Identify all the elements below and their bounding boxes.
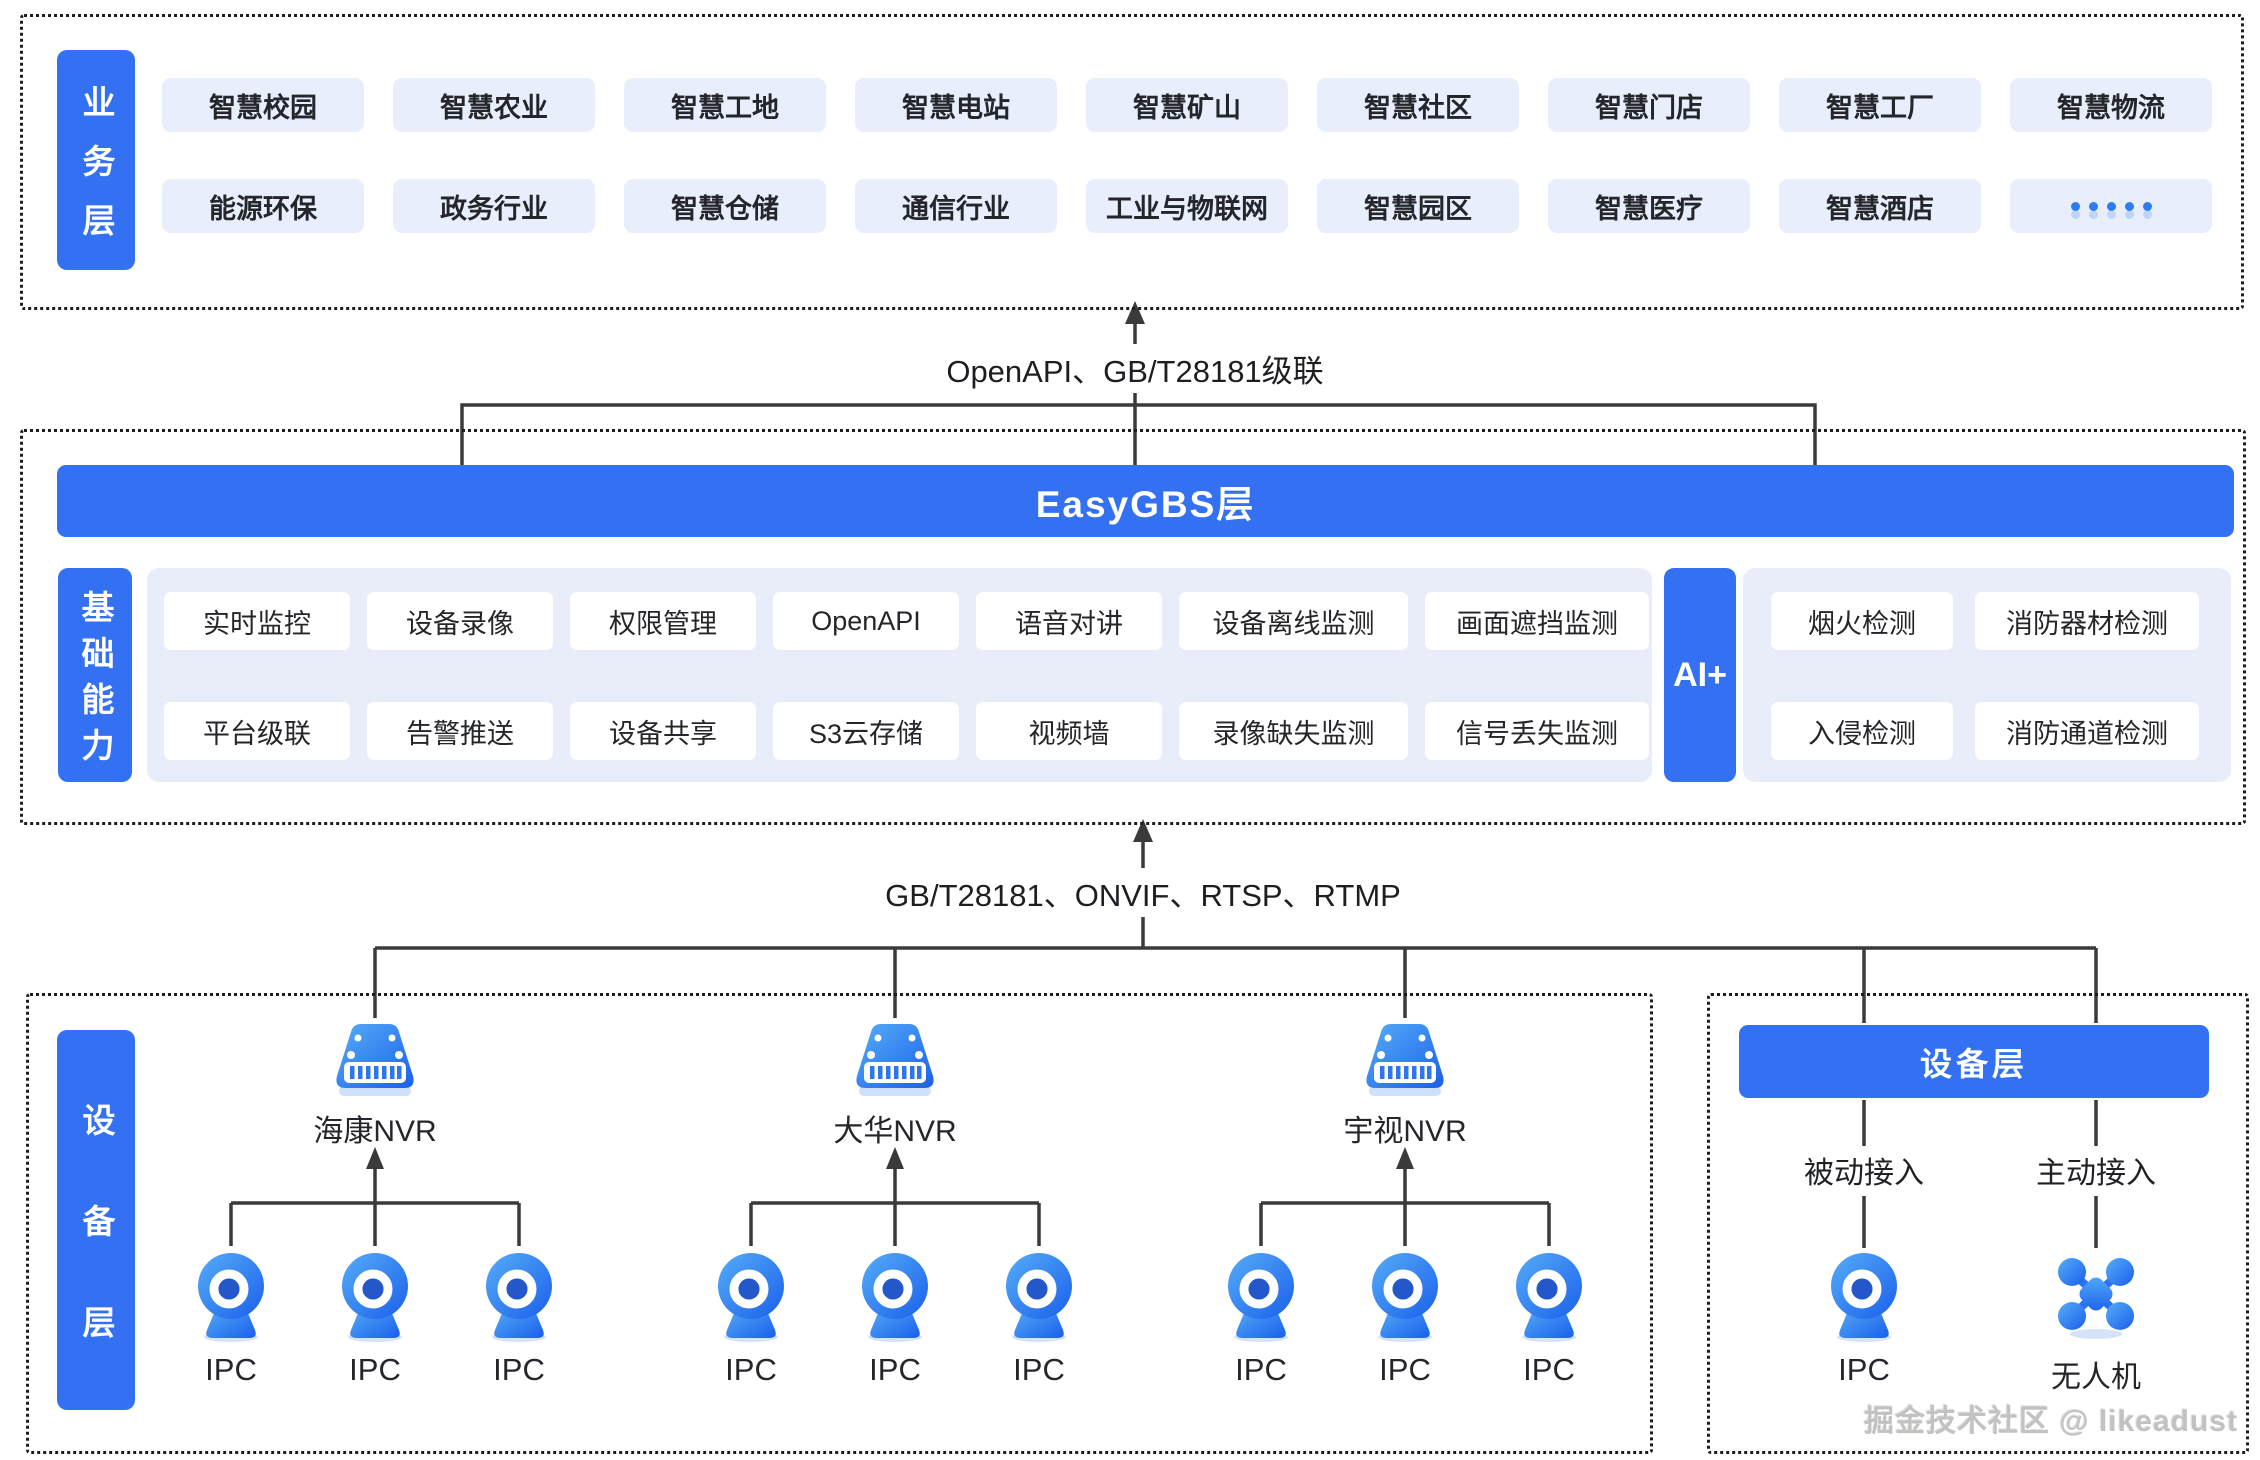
- capability-chip: 画面遮挡监测: [1425, 592, 1649, 650]
- capability-chip: 平台级联: [164, 702, 350, 760]
- passive-access-label: 被动接入: [1794, 1148, 1934, 1192]
- business-item: 智慧工厂: [1779, 78, 1981, 132]
- ipc-camera-icon: [847, 1250, 943, 1347]
- business-item: 智慧矿山: [1086, 78, 1288, 132]
- capability-chip: 信号丢失监测: [1425, 702, 1649, 760]
- capability-chip: 设备离线监测: [1179, 592, 1408, 650]
- ipc-camera-icon: [1213, 1250, 1309, 1347]
- business-item: 智慧校园: [162, 78, 364, 132]
- ipc-label: IPC: [1838, 1352, 1890, 1387]
- ipc-camera-icon: [991, 1250, 1087, 1347]
- ai-capability-chip: 消防通道检测: [1975, 702, 2199, 760]
- active-access-label: 主动接入: [2026, 1148, 2166, 1192]
- ipc-camera-icon: [1357, 1250, 1453, 1347]
- drone-label: 无人机: [2051, 1361, 2141, 1394]
- business-item: 智慧酒店: [1779, 179, 1981, 233]
- capability-chip: S3云存储: [773, 702, 959, 760]
- nvr-icon: [845, 1018, 945, 1109]
- ipc-label: IPC: [1235, 1352, 1287, 1387]
- device-access-box: [1707, 993, 2249, 1454]
- business-layer-box: [20, 14, 2244, 310]
- business-item: 智慧农业: [393, 78, 595, 132]
- more-dots-icon: [2010, 179, 2212, 233]
- capability-chip: 设备录像: [367, 592, 553, 650]
- ipc-camera-icon: [1501, 1250, 1597, 1347]
- business-row-1: 智慧校园智慧农业智慧工地智慧电站智慧矿山智慧社区智慧门店智慧工厂智慧物流: [162, 78, 2212, 132]
- business-layer-label: 业务层: [57, 50, 135, 270]
- nvr-icon: [1355, 1018, 1455, 1109]
- ipc-label: IPC: [1013, 1352, 1065, 1387]
- ipc-camera-icon: [1816, 1250, 1912, 1347]
- ai-capability-chip: 消防器材检测: [1975, 592, 2199, 650]
- ai-capability-container: 烟火检测消防器材检测 入侵检测消防通道检测: [1743, 568, 2231, 782]
- easygbs-title-bar: EasyGBS层: [57, 465, 2234, 537]
- ai-capability-chip: 入侵检测: [1771, 702, 1953, 760]
- capability-chip: 视频墙: [976, 702, 1162, 760]
- ai-capability-chip: 烟火检测: [1771, 592, 1953, 650]
- business-item: 智慧社区: [1317, 78, 1519, 132]
- business-item: 工业与物联网: [1086, 179, 1288, 233]
- ipc-camera-icon: [183, 1250, 279, 1347]
- device-layer-title-bar: 设备层: [1739, 1025, 2209, 1098]
- ipc-label: IPC: [725, 1352, 777, 1387]
- device-layer-box: [26, 993, 1653, 1454]
- device-layer-label: 设备层: [57, 1030, 135, 1410]
- capability-chip: 设备共享: [570, 702, 756, 760]
- business-item: 智慧工地: [624, 78, 826, 132]
- bottom-connector-label: GB/T28181、ONVIF、RTSP、RTMP: [869, 868, 1417, 917]
- ipc-label: IPC: [1379, 1352, 1431, 1387]
- business-item: 智慧仓储: [624, 179, 826, 233]
- business-item: 通信行业: [855, 179, 1057, 233]
- capability-chip: 实时监控: [164, 592, 350, 650]
- ipc-camera-icon: [327, 1250, 423, 1347]
- drone-icon: [2048, 1252, 2144, 1345]
- capability-container: 实时监控设备录像权限管理 OpenAPI 语音对讲设备离线监测画面遮挡监测 平台级联…: [147, 568, 1652, 782]
- capability-chip: 录像缺失监测: [1179, 702, 1408, 760]
- nvr-name: 大华NVR: [833, 1115, 957, 1148]
- business-item: 政务行业: [393, 179, 595, 233]
- nvr-name: 宇视NVR: [1343, 1115, 1467, 1148]
- ipc-label: IPC: [869, 1352, 921, 1387]
- nvr-icon: [325, 1018, 425, 1109]
- capability-chip: 告警推送: [367, 702, 553, 760]
- ipc-label: IPC: [1523, 1352, 1575, 1387]
- business-item: 智慧物流: [2010, 78, 2212, 132]
- capability-chip: OpenAPI: [773, 592, 959, 650]
- arrow-up-icon: [366, 301, 1414, 1169]
- nvr-name: 海康NVR: [313, 1115, 437, 1148]
- business-row-2: 能源环保政务行业智慧仓储通信行业工业与物联网智慧园区智慧医疗智慧酒店: [162, 179, 2212, 233]
- ipc-camera-icon: [471, 1250, 567, 1347]
- capability-label: 基础能力: [58, 568, 132, 782]
- capability-chip: 语音对讲: [976, 592, 1162, 650]
- business-item: 智慧园区: [1317, 179, 1519, 233]
- business-item: 智慧医疗: [1548, 179, 1750, 233]
- ipc-camera-icon: [703, 1250, 799, 1347]
- platform-layer-box: [20, 429, 2246, 825]
- capability-chip: 权限管理: [570, 592, 756, 650]
- watermark: 掘金技术社区 @ likeadust: [1864, 1405, 2238, 1438]
- ipc-label: IPC: [349, 1352, 401, 1387]
- business-item: 智慧门店: [1548, 78, 1750, 132]
- ai-plus-label: AI+: [1664, 568, 1736, 782]
- ipc-label: IPC: [493, 1352, 545, 1387]
- business-item: 能源环保: [162, 179, 364, 233]
- ipc-label: IPC: [205, 1352, 257, 1387]
- top-connector-label: OpenAPI、GB/T28181级联: [930, 344, 1340, 393]
- business-item: 智慧电站: [855, 78, 1057, 132]
